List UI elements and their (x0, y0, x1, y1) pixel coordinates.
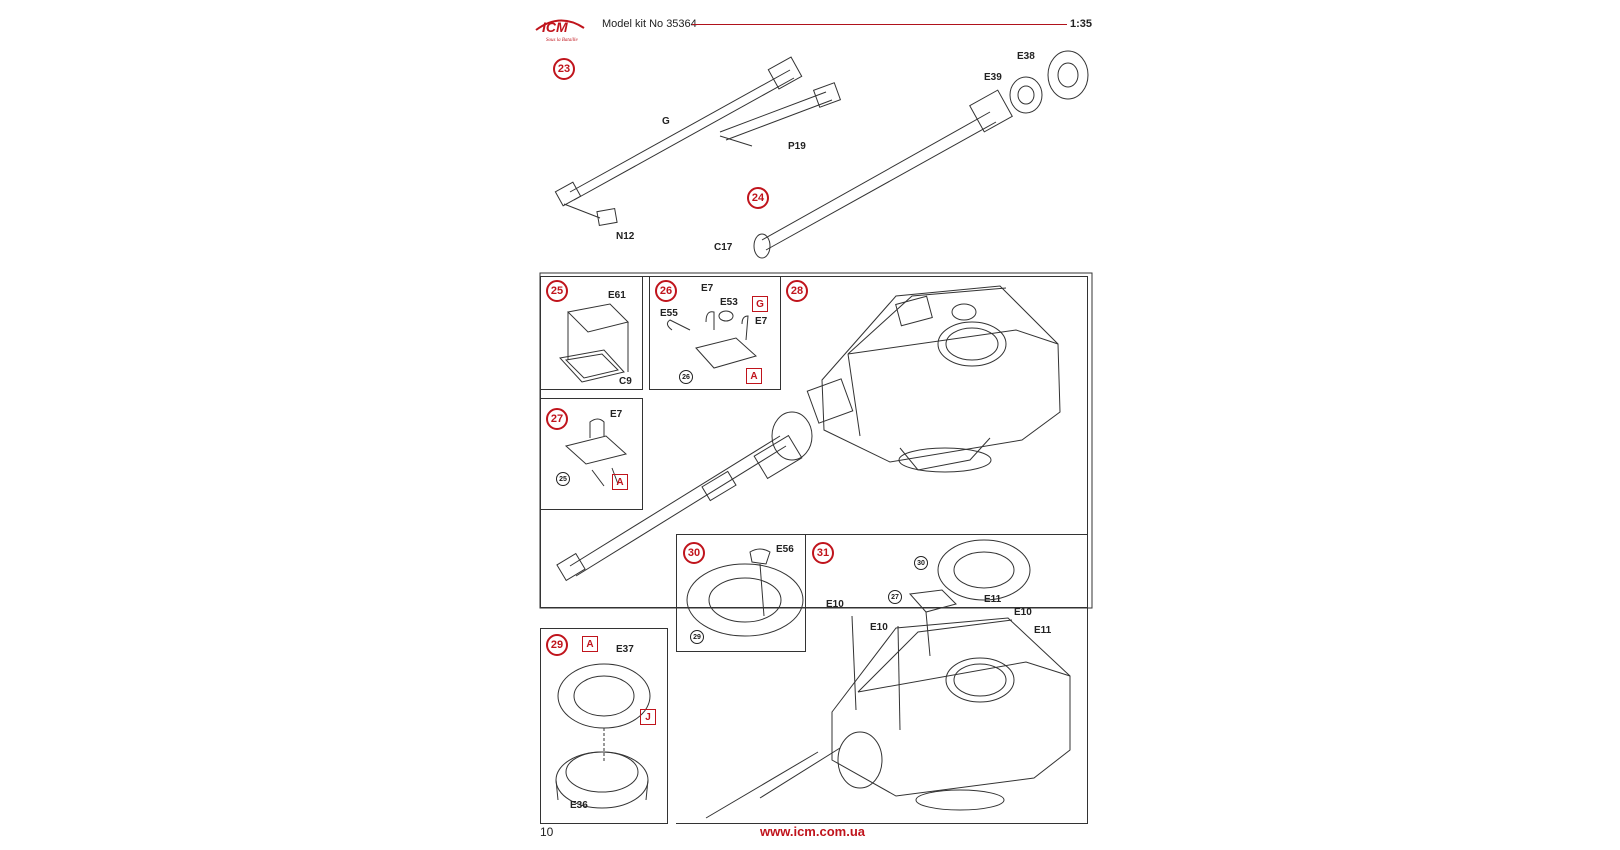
part-label-c17: C17 (714, 242, 733, 253)
barrel-24-drawing (753, 50, 1089, 259)
hatch-25-drawing (559, 303, 629, 383)
part-label-e10-left: E10 (826, 599, 844, 610)
page-number: 10 (540, 825, 554, 839)
part-label-e10-right: E10 (1014, 607, 1032, 618)
panel-step-31 (676, 534, 1088, 824)
turret-31-drawing (705, 539, 1071, 819)
sprue-badge-a-27: A (612, 474, 628, 490)
scale-label: 1:35 (1070, 18, 1093, 30)
panel-step-29 (540, 628, 668, 824)
step-26-badge: 26 (655, 280, 677, 302)
step-27-badge: 27 (546, 408, 568, 430)
panel-step-28 (540, 276, 1088, 608)
sprue-badge-g: G (752, 296, 768, 312)
hatch-26-drawing (666, 310, 758, 369)
ref-circle-26: 26 (679, 370, 693, 384)
part-label-e56: E56 (776, 544, 794, 555)
step-25-badge: 25 (546, 280, 568, 302)
website-link[interactable]: www.icm.com.ua (760, 824, 865, 839)
part-label-e11-right: E11 (1034, 625, 1052, 636)
turret-28-drawing (556, 285, 1061, 582)
part-label-p19: P19 (788, 141, 806, 152)
sprue-badge-j: J (640, 709, 656, 725)
part-label-n12: N12 (616, 231, 635, 242)
step-24-badge: 24 (747, 187, 769, 209)
ring-29-drawing (555, 663, 651, 809)
part-label-c9: C9 (619, 376, 632, 387)
ref-circle-27: 27 (888, 590, 902, 604)
logo-tagline: Sous la Bataille (546, 38, 578, 43)
part-label-e10-mid: E10 (870, 622, 888, 633)
part-label-e11-top: E11 (984, 594, 1002, 605)
barrel-23-drawing (554, 56, 842, 227)
part-label-e7-27: E7 (610, 409, 623, 420)
icm-logo: ICM Sous la Bataille (532, 14, 588, 44)
sprue-badge-a-26: A (746, 368, 762, 384)
part-label-e36: E36 (570, 800, 588, 811)
part-label-e7-right: E7 (755, 316, 768, 327)
step-28-badge: 28 (786, 280, 808, 302)
part-label-e55: E55 (660, 308, 678, 319)
sprue-badge-a-29: A (582, 636, 598, 652)
part-label-e39: E39 (984, 72, 1002, 83)
part-label-g: G (662, 116, 670, 127)
model-kit-title: Model kit No 35364 (602, 18, 697, 30)
step-30-badge: 30 (683, 542, 705, 564)
step-29-badge: 29 (546, 634, 568, 656)
part-label-e61: E61 (608, 290, 626, 301)
logo-text: ICM (542, 19, 568, 35)
header-rule (692, 24, 1067, 25)
part-label-e53: E53 (720, 297, 738, 308)
step-23-badge: 23 (553, 58, 575, 80)
hatch-27-drawing (564, 418, 628, 487)
part-label-e37: E37 (616, 644, 634, 655)
ref-circle-30: 30 (914, 556, 928, 570)
ref-circle-29: 29 (690, 630, 704, 644)
step-31-badge: 31 (812, 542, 834, 564)
part-label-e38: E38 (1017, 51, 1035, 62)
part-label-e7-top: E7 (701, 283, 714, 294)
ref-circle-25: 25 (556, 472, 570, 486)
